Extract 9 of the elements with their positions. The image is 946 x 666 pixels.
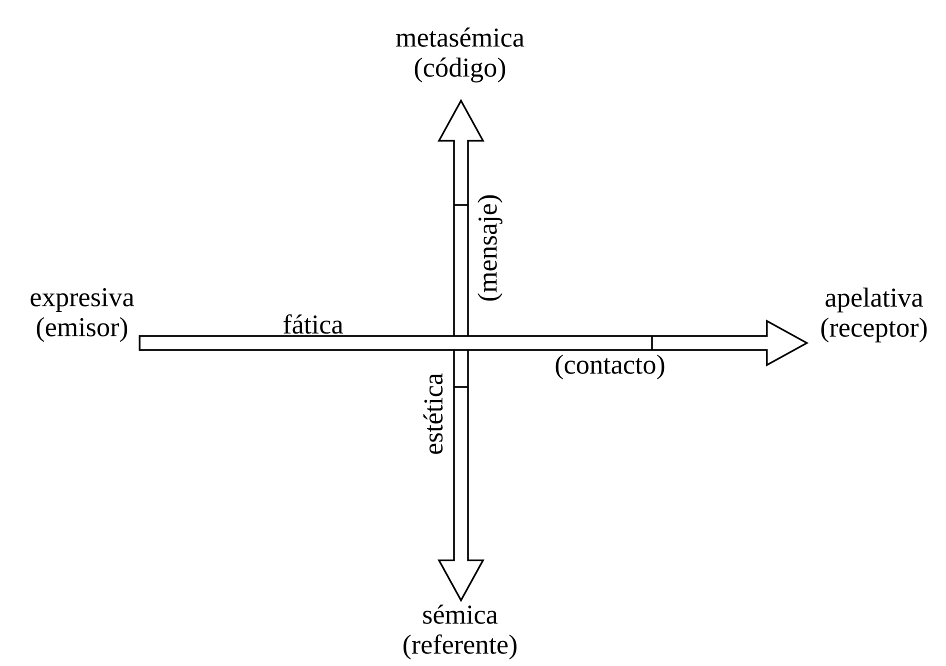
axis-label: (contacto): [556, 354, 664, 380]
axis-label: (mensaje): [478, 195, 502, 301]
term-label: expresiva (emisor): [30, 288, 134, 342]
axis-label: estética: [423, 373, 443, 454]
term-label: metasémica (código): [396, 28, 524, 82]
hollow-arrow: [138, 320, 809, 366]
term-label: sémica (referente): [404, 604, 516, 660]
term-label: apelativa (receptor): [821, 288, 927, 342]
axis-label: fática: [284, 314, 343, 334]
